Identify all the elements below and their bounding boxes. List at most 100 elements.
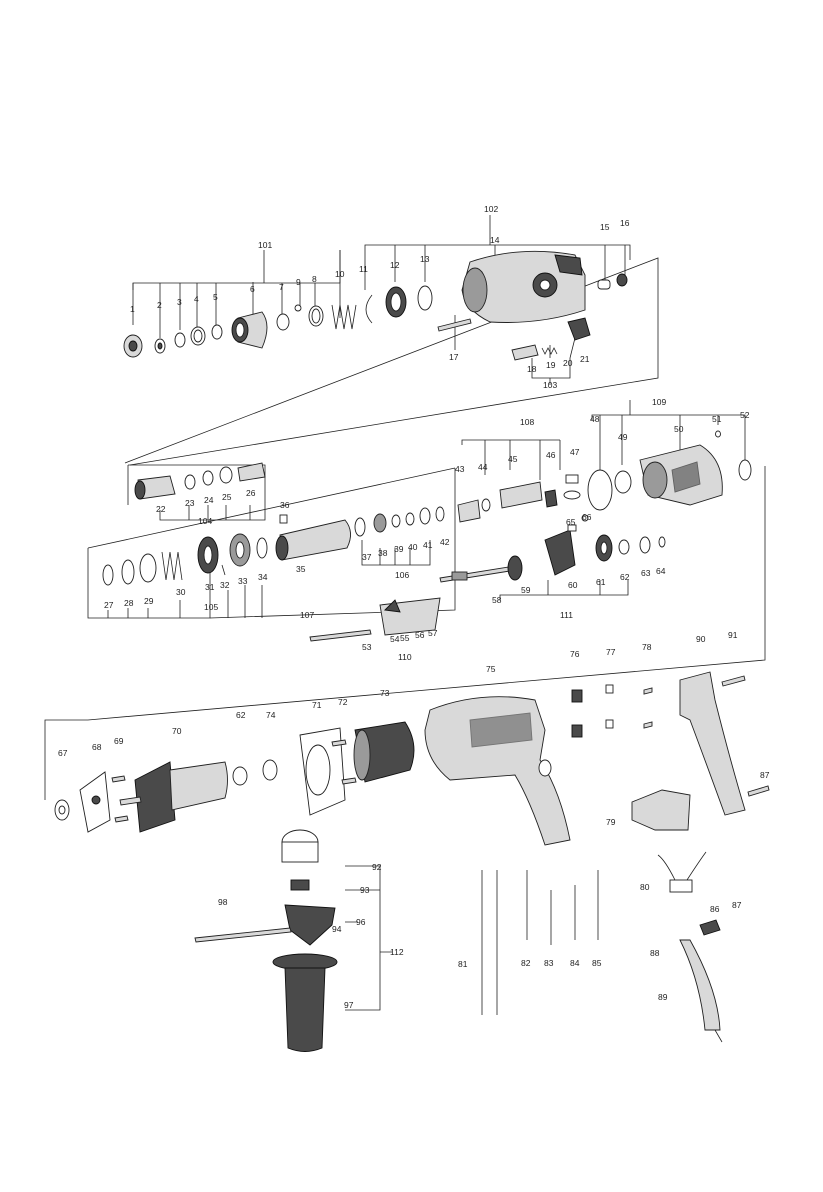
- label-78: 78: [642, 642, 652, 652]
- part-90-handle: [679, 671, 746, 816]
- label-111: 111: [560, 610, 573, 620]
- label-88: 88: [650, 948, 660, 958]
- label-82: 82: [521, 958, 531, 968]
- part-67-bearing: [54, 799, 70, 821]
- label-11: 11: [359, 264, 368, 274]
- part-91-screw: [721, 675, 746, 687]
- part-24-ring: [202, 470, 214, 486]
- label-72: 72: [338, 697, 348, 707]
- label-49: 49: [618, 432, 628, 442]
- label-102: 102: [484, 204, 498, 214]
- part-43-shaft: [457, 499, 481, 523]
- label-38: 38: [378, 548, 388, 558]
- label-58: 58: [492, 595, 502, 605]
- label-34: 34: [258, 572, 268, 582]
- part-45-tube: [499, 481, 543, 509]
- part-48-o-ring: [587, 469, 613, 511]
- part-12-bearing: [385, 286, 407, 318]
- part-89-power-cord: [679, 939, 723, 1043]
- part-16-bearing: [616, 273, 628, 287]
- part-71-baffle: [299, 727, 346, 816]
- label-22: 22: [156, 504, 166, 514]
- part-34-ring: [256, 537, 268, 559]
- label-29: 29: [144, 596, 154, 606]
- label-59: 59: [521, 585, 531, 595]
- label-69: 69: [114, 736, 124, 746]
- label-76: 76: [570, 649, 580, 659]
- part-62-bearing: [618, 539, 630, 555]
- label-63: 63: [641, 568, 651, 578]
- label-36: 36: [280, 500, 290, 510]
- part-76-brush-holder: [571, 689, 583, 738]
- part-92-clamp-band: [281, 829, 319, 863]
- label-90: 90: [696, 634, 706, 644]
- part-52-o-ring: [738, 459, 752, 481]
- part-60-crank: [544, 529, 576, 576]
- part-46-pin: [544, 489, 558, 508]
- part-65-pin: [567, 524, 577, 532]
- label-26: 26: [246, 488, 256, 498]
- gear-group-row-2: 22 23 24 25 26 104 27 28 29 30 31 32 33 …: [87, 417, 581, 620]
- label-107: 107: [300, 610, 314, 620]
- label-48: 48: [590, 414, 600, 424]
- part-39-washer: [391, 514, 401, 528]
- label-56: 56: [415, 630, 425, 640]
- label-79: 79: [606, 817, 616, 827]
- part-14-gear-housing: [461, 250, 586, 323]
- part-4-ring: [190, 326, 206, 346]
- label-86: 86: [710, 904, 720, 914]
- label-101: 101: [258, 240, 272, 250]
- part-6-chuck-sleeve: [231, 311, 268, 349]
- label-43: 43: [455, 464, 465, 474]
- label-47: 47: [570, 447, 580, 457]
- part-73-stator: [353, 721, 415, 783]
- label-103: 103: [543, 380, 557, 390]
- label-65: 65: [566, 517, 576, 527]
- part-10-spring: [331, 304, 357, 330]
- part-61-gear: [595, 534, 613, 562]
- label-85: 85: [592, 958, 602, 968]
- label-7: 7: [279, 282, 284, 292]
- label-112: 112: [390, 947, 404, 957]
- part-27-ring: [102, 564, 114, 586]
- label-9: 9: [296, 277, 301, 287]
- part-32-key: [221, 564, 226, 576]
- label-67: 67: [58, 748, 68, 758]
- part-63-washer: [639, 536, 651, 554]
- label-28: 28: [124, 598, 134, 608]
- part-21-switch-knob: [567, 317, 591, 341]
- part-1-chuck-cap: [123, 334, 143, 358]
- label-27: 27: [104, 600, 114, 610]
- wiring-group: 81 82 83 84 85 80 86 87 88 89: [458, 851, 742, 1043]
- label-32: 32: [220, 580, 230, 590]
- part-74-bushing: [262, 759, 278, 781]
- part-77-carbon-brush: [605, 684, 614, 729]
- label-105: 105: [204, 602, 218, 612]
- auxiliary-handle-group: 92 93 96 94 98 112 97: [194, 829, 404, 1052]
- part-49-ring: [614, 470, 632, 494]
- part-8-ring: [308, 305, 324, 327]
- label-57: 57: [428, 628, 438, 638]
- label-14: 14: [490, 235, 500, 245]
- label-35: 35: [296, 564, 306, 574]
- part-58-shaft: [439, 565, 517, 583]
- label-42: 42: [440, 537, 450, 547]
- label-87: 87: [760, 770, 770, 780]
- part-23-ring: [184, 474, 196, 490]
- label-8: 8: [312, 274, 317, 284]
- label-80: 80: [640, 882, 650, 892]
- part-97-grip: [272, 953, 338, 1052]
- label-20: 20: [563, 358, 573, 368]
- label-75: 75: [486, 664, 496, 674]
- label-41: 41: [423, 540, 433, 550]
- part-66-ball: [581, 514, 589, 522]
- label-83: 83: [544, 958, 554, 968]
- label-81: 81: [458, 959, 468, 969]
- part-36-pin: [279, 514, 288, 524]
- front-assembly-group: 101 102 1 2 3 4 5 6 7 9 8 10 11 12 13 14…: [123, 204, 659, 466]
- part-72-screw: [331, 739, 357, 785]
- part-41-bushing: [419, 507, 431, 525]
- label-74: 74: [266, 710, 276, 720]
- label-96: 96: [356, 917, 366, 927]
